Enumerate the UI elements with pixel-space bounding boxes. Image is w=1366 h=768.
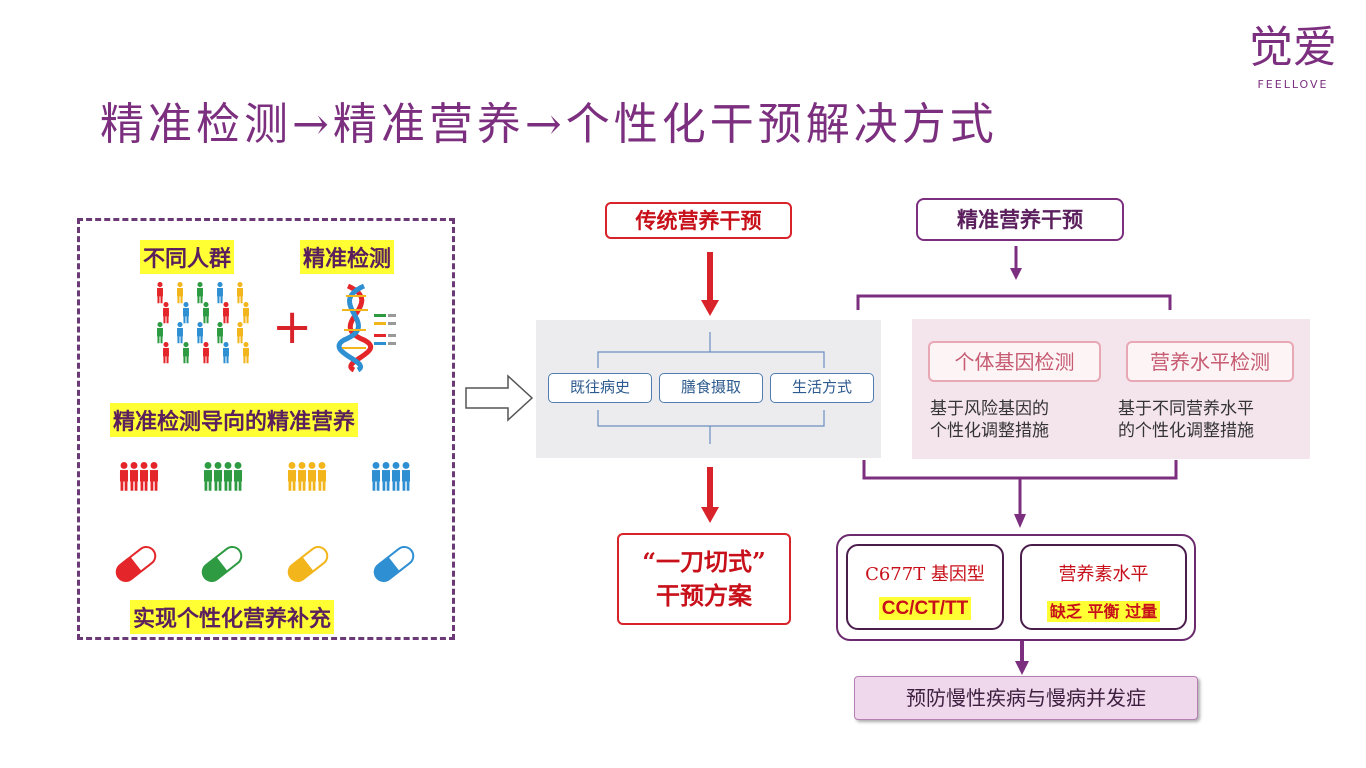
tag-diet-intake: 膳食摄取 bbox=[659, 373, 763, 403]
capsules-icon bbox=[115, 545, 415, 583]
tag-medical-history: 既往病史 bbox=[548, 373, 652, 403]
arrow-down-red-2 bbox=[701, 467, 719, 523]
nutrient-level-label: 营养素水平 bbox=[1058, 564, 1149, 585]
label-precision-nutrition: 精准检测导向的精准营养 bbox=[110, 403, 359, 437]
people-groups-icon bbox=[119, 462, 411, 491]
label-different-groups: 不同人群 bbox=[140, 240, 235, 274]
results-container bbox=[836, 534, 1196, 641]
precision-merge-lines bbox=[862, 460, 1178, 528]
genotype-box: C677T 基因型 CC/CT/TT bbox=[846, 544, 1004, 630]
nutrient-level-values: 缺乏 平衡 过量 bbox=[1046, 601, 1161, 622]
label-precise-detection: 精准检测 bbox=[300, 240, 395, 274]
dna-icon bbox=[336, 283, 396, 372]
left-panel bbox=[77, 218, 455, 640]
nutrient-test-box: 营养水平检测 bbox=[1126, 341, 1294, 382]
outcome-box: 预防慢性疾病与慢病并发症 bbox=[854, 676, 1198, 720]
gene-desc-line-2: 个性化调整措施 bbox=[930, 421, 1049, 441]
arrow-down-purple bbox=[1015, 641, 1029, 675]
one-size-line-2: 干预方案 bbox=[656, 581, 752, 610]
gene-desc-line-1: 基于风险基因的 bbox=[930, 399, 1049, 419]
crowd-icon bbox=[157, 282, 249, 364]
nutrient-desc-line-1: 基于不同营养水平 bbox=[1118, 399, 1254, 419]
genotype-label: C677T 基因型 bbox=[865, 564, 985, 585]
one-size-line-1: “一刀切式” bbox=[642, 547, 766, 576]
genotype-values: CC/CT/TT bbox=[878, 597, 972, 620]
gene-desc: 基于风险基因的 个性化调整措施 bbox=[930, 398, 1049, 442]
logo-wordmark: FEELLOVE bbox=[1257, 78, 1329, 91]
feellove-logo: 觉爱 FEELLOVE bbox=[1238, 18, 1348, 108]
logo-mark: 觉爱 bbox=[1249, 22, 1337, 73]
hollow-arrow-icon bbox=[465, 374, 534, 422]
tag-lifestyle: 生活方式 bbox=[770, 373, 874, 403]
nutrient-level-box: 营养素水平 缺乏 平衡 过量 bbox=[1020, 544, 1187, 630]
gene-test-box: 个体基因检测 bbox=[928, 341, 1101, 382]
bracket-lines bbox=[597, 332, 825, 444]
arrow-down-red-1 bbox=[701, 252, 719, 316]
plus-icon: + bbox=[272, 299, 313, 355]
label-personalized-supplement: 实现个性化营养补充 bbox=[130, 600, 335, 634]
nutrient-desc-line-2: 的个性化调整措施 bbox=[1118, 421, 1254, 441]
precision-branch-lines bbox=[856, 246, 1172, 310]
page-title: 精准检测→精准营养→个性化干预解决方式 bbox=[100, 99, 998, 150]
nutrient-desc: 基于不同营养水平 的个性化调整措施 bbox=[1118, 398, 1254, 442]
traditional-intervention-box: 传统营养干预 bbox=[605, 202, 792, 239]
one-size-fits-all-box: “一刀切式” 干预方案 bbox=[617, 533, 791, 625]
precision-intervention-box: 精准营养干预 bbox=[916, 198, 1124, 241]
